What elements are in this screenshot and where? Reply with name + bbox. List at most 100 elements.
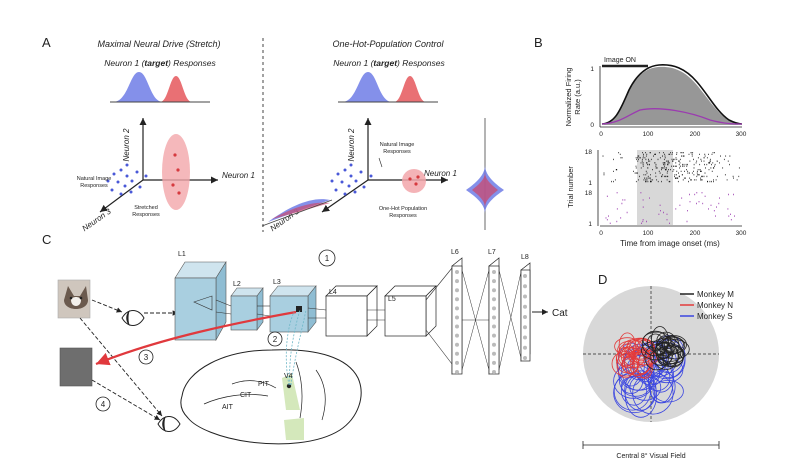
monkey-brain <box>180 349 362 445</box>
psth-purple-trace <box>601 108 743 125</box>
fc-node <box>492 306 496 311</box>
top-ytick-0: 0 <box>590 122 594 129</box>
cnn-layer-l4 <box>325 285 378 337</box>
eye-icon <box>121 310 145 326</box>
fc-node <box>455 333 459 338</box>
raster-other-spikes <box>605 192 735 224</box>
onehot-label-2: Responses <box>389 213 417 219</box>
panel-b: B Image ON Normalized Firing Rate (a.u.)… <box>534 35 747 248</box>
receptive-field <box>629 374 662 401</box>
output-label: Cat <box>552 308 568 319</box>
raster-ytick-1b: 1 <box>588 221 592 228</box>
fc-nodes <box>455 270 527 374</box>
psth-target-trace <box>601 64 743 125</box>
fc-node <box>455 315 459 320</box>
fc-node <box>523 315 527 319</box>
neuron3-marginal-red <box>272 202 330 219</box>
fc-node <box>455 351 459 356</box>
cnn-layer-l3 <box>269 285 317 333</box>
fc-node <box>492 297 496 302</box>
fc-node <box>492 342 496 347</box>
stretched-ellipse <box>162 134 190 210</box>
rf-monkey-m <box>641 326 690 371</box>
fc-node <box>492 370 496 374</box>
svg-text:2: 2 <box>273 335 278 344</box>
onehot-blob <box>402 169 426 193</box>
raster-xtick-200: 200 <box>690 230 701 237</box>
step-2: 2 <box>267 331 283 347</box>
image-on-label: Image ON <box>604 57 636 64</box>
fc-node <box>492 288 496 293</box>
right-axis-neuron3 <box>321 179 369 213</box>
synthesized-image <box>59 347 93 387</box>
raster-target-spikes <box>602 152 740 183</box>
cat-image <box>57 279 91 319</box>
receptive-field <box>648 359 674 404</box>
receptive-field <box>614 337 641 356</box>
right-natural-label-1: Natural Image <box>380 142 415 148</box>
top-ytick-1: 1 <box>590 66 594 73</box>
top-xtick-100: 100 <box>643 131 654 138</box>
right-neuron1-label: Neuron 1 <box>424 169 457 178</box>
top-xtick-300: 300 <box>736 131 747 138</box>
step-1: 1 <box>318 249 336 267</box>
firing-rate-ylabel-2: Rate (a.u.) <box>573 79 582 115</box>
top-xtick-0: 0 <box>599 131 603 138</box>
fc-node <box>492 279 496 284</box>
layer-l1-label: L1 <box>178 251 186 258</box>
left-natural-label-1: Natural Image <box>77 176 112 182</box>
fc-node <box>455 324 459 329</box>
fc-node <box>523 304 527 309</box>
panel-d-label: D <box>598 272 607 287</box>
svg-text:1: 1 <box>325 254 330 263</box>
visual-field-caption: Central 8° Visual Field <box>616 452 685 460</box>
onehot-points <box>408 175 420 186</box>
receptive-field <box>624 370 657 411</box>
fc-node <box>492 270 496 274</box>
receptive-field <box>621 354 650 376</box>
left-title: Maximal Neural Drive (Stretch) <box>97 39 220 49</box>
raster-xtick-100: 100 <box>643 230 654 237</box>
panel-c: C <box>42 232 568 445</box>
fc-node <box>523 274 527 278</box>
layer-l7-label: L7 <box>488 249 496 256</box>
legend: Monkey M Monkey N Monkey S <box>680 290 734 321</box>
cat-to-monkey-arrow <box>79 317 163 417</box>
eye-icon-lower <box>157 416 181 432</box>
left-natural-distribution <box>113 72 163 102</box>
onehot-label-1: One-Hot Population <box>379 206 427 212</box>
layer-l5-label: L5 <box>388 296 396 303</box>
right-natural-points <box>330 163 373 196</box>
layer-l6-label: L6 <box>451 249 459 256</box>
left-responses-title: Neuron 1 (target) Responses <box>104 58 216 68</box>
neuron1-marginal-red <box>472 172 498 208</box>
fc-node <box>455 360 459 365</box>
legend-monkey-n: Monkey N <box>697 301 733 310</box>
fc-node <box>455 370 459 374</box>
rf-monkey-n <box>611 332 660 379</box>
raster-ylabel: Trial number <box>566 166 575 208</box>
stretched-label-2: Responses <box>132 212 160 218</box>
fc-node <box>523 335 527 340</box>
fc-node <box>455 297 459 302</box>
left-axis-neuron3 <box>99 179 144 213</box>
left-natural-points <box>106 163 148 196</box>
legend-monkey-m: Monkey M <box>697 290 734 299</box>
fc-node <box>455 288 459 293</box>
area-v4-label: V4 <box>284 373 293 380</box>
top-xtick-200: 200 <box>690 131 701 138</box>
fc-node <box>455 270 459 274</box>
receptive-field <box>663 334 680 356</box>
fc-node <box>492 360 496 365</box>
layer-l8-label: L8 <box>521 254 529 261</box>
fc-node <box>523 325 527 330</box>
stretched-label-1: Stretched <box>134 205 158 211</box>
raster-xlabel: Time from image onset (ms) <box>620 239 720 248</box>
fc-node <box>523 356 527 360</box>
svg-text:4: 4 <box>101 400 106 409</box>
fc-node <box>523 345 527 350</box>
area-cit-label: CIT <box>240 392 252 399</box>
raster-ytick-1a: 1 <box>588 180 592 187</box>
receptive-field <box>611 351 640 377</box>
fc-node <box>455 342 459 347</box>
